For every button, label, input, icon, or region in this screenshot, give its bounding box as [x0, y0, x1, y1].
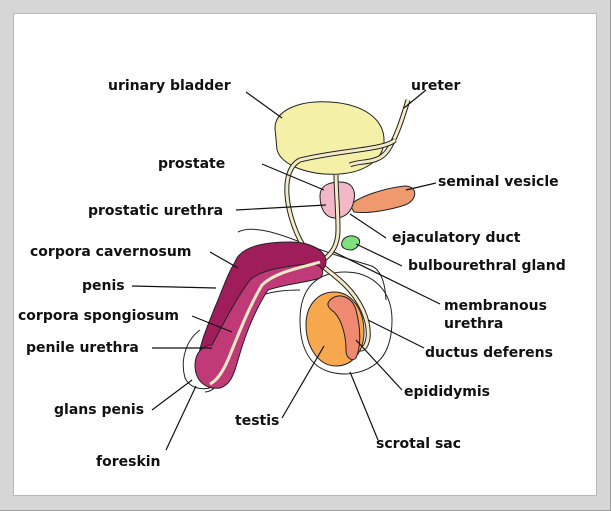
- bulbourethral-gland-shape: [341, 235, 361, 251]
- label-bulbourethral-gland: bulbourethral gland: [408, 258, 566, 274]
- scrotal-sac-outline: [299, 271, 393, 375]
- label-membranous-urethra: urethra: [444, 316, 504, 332]
- epididymis-shape: [327, 295, 361, 361]
- urinary-bladder-shape: [274, 101, 385, 175]
- label-prostate: prostate: [158, 156, 226, 172]
- label-foreskin: foreskin: [96, 454, 161, 470]
- leader-lines: [131, 89, 441, 451]
- label-prostatic-urethra: prostatic urethra: [88, 203, 224, 219]
- label-ejaculatory-duct: ejaculatory duct: [392, 230, 521, 246]
- label-seminal-vesicle: seminal vesicle: [438, 174, 559, 190]
- label-ureter: ureter: [411, 78, 461, 94]
- corpora-spongiosum-shape: [194, 263, 324, 389]
- skin-outline-upper: [237, 228, 387, 301]
- label-ductus-deferens: ductus deferens: [425, 345, 553, 361]
- label-corpora-cavernosum: corpora cavernosum: [30, 244, 192, 260]
- label-testis: testis: [235, 413, 280, 429]
- label-corpora-spongiosum: corpora spongiosum: [18, 308, 179, 324]
- label-epididymis: epididymis: [404, 384, 491, 400]
- label-penile-urethra: penile urethra: [26, 340, 139, 356]
- label-scrotal-sac: scrotal sac: [376, 436, 462, 452]
- label-penis: penis: [82, 278, 125, 294]
- penile-urethra-shape: [209, 260, 321, 386]
- label-urinary-bladder: urinary bladder: [108, 78, 231, 94]
- label-membranous: membranous: [444, 298, 547, 314]
- foreskin-outline: [182, 329, 211, 390]
- label-glans-penis: glans penis: [54, 402, 145, 418]
- seminal-vesicle-shape: [349, 185, 416, 213]
